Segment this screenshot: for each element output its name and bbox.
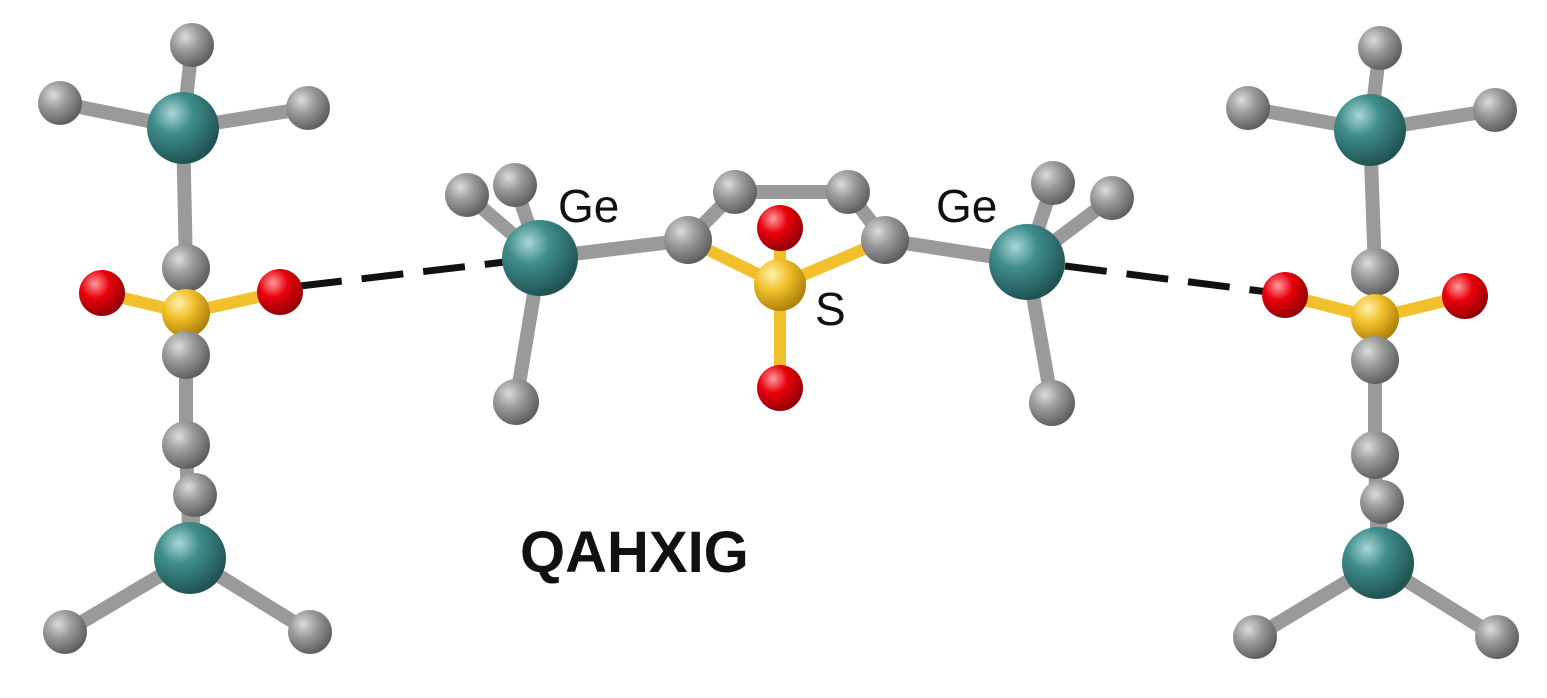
label-ge-right: Ge: [936, 180, 997, 232]
central-c-atom: [826, 170, 870, 214]
central-c-atom: [1090, 176, 1134, 220]
right-c-atom: [1358, 26, 1402, 70]
contact-line-right: [1064, 262, 1269, 296]
left-o-atom: [79, 270, 125, 316]
left-c-atom: [286, 86, 330, 130]
label-refcode: QAHXIG: [520, 520, 749, 585]
central-c-atom: [713, 170, 757, 214]
right-o-atom: [1442, 273, 1488, 319]
left-c-atom: [162, 331, 210, 379]
central-molecule: [445, 161, 1134, 426]
central-s-atom: [754, 259, 806, 311]
central-ge-atom-right: [989, 224, 1065, 300]
contact-line-left: [299, 258, 506, 290]
left-o-atom: [257, 269, 303, 315]
label-sulfur: S: [815, 283, 846, 335]
left-c-atom: [38, 81, 82, 125]
central-c-atom: [861, 216, 909, 264]
right-c-atom: [1226, 86, 1270, 130]
central-ge-atom-left: [502, 220, 578, 296]
central-c-atom: [493, 163, 537, 207]
right-ge-atom-bottom: [1342, 527, 1414, 599]
central-o-atom: [757, 205, 803, 251]
right-c-atom: [1351, 431, 1399, 479]
left-c-atom: [162, 421, 210, 469]
label-ge-left: Ge: [558, 180, 619, 232]
left-c-atom: [162, 244, 210, 292]
left-c-atom: [173, 473, 217, 517]
right-o-atom: [1262, 272, 1308, 318]
central-c-atom: [664, 216, 712, 264]
right-c-atom: [1475, 615, 1519, 659]
contact-lines: [299, 258, 1269, 296]
right-molecule: [1226, 26, 1519, 659]
left-s-atom: [162, 289, 210, 337]
right-c-atom: [1351, 248, 1399, 296]
central-c-atom: [1029, 380, 1075, 426]
labels: Ge Ge S QAHXIG: [520, 180, 997, 585]
central-c-atom: [493, 379, 539, 425]
right-c-atom: [1473, 88, 1517, 132]
right-ge-atom-top: [1334, 94, 1406, 166]
left-c-atom: [43, 610, 87, 654]
right-c-atom: [1233, 615, 1277, 659]
right-c-atom: [1360, 480, 1404, 524]
right-c-atom: [1351, 336, 1399, 384]
left-c-atom: [170, 23, 214, 67]
left-molecule: [38, 23, 332, 654]
left-ge-atom-bottom: [154, 522, 226, 594]
left-c-atom: [288, 610, 332, 654]
central-c-atom: [1031, 161, 1075, 205]
central-o-atom: [757, 365, 803, 411]
central-c-atom: [445, 173, 489, 217]
left-ge-atom-top: [147, 92, 219, 164]
right-s-atom: [1351, 294, 1399, 342]
